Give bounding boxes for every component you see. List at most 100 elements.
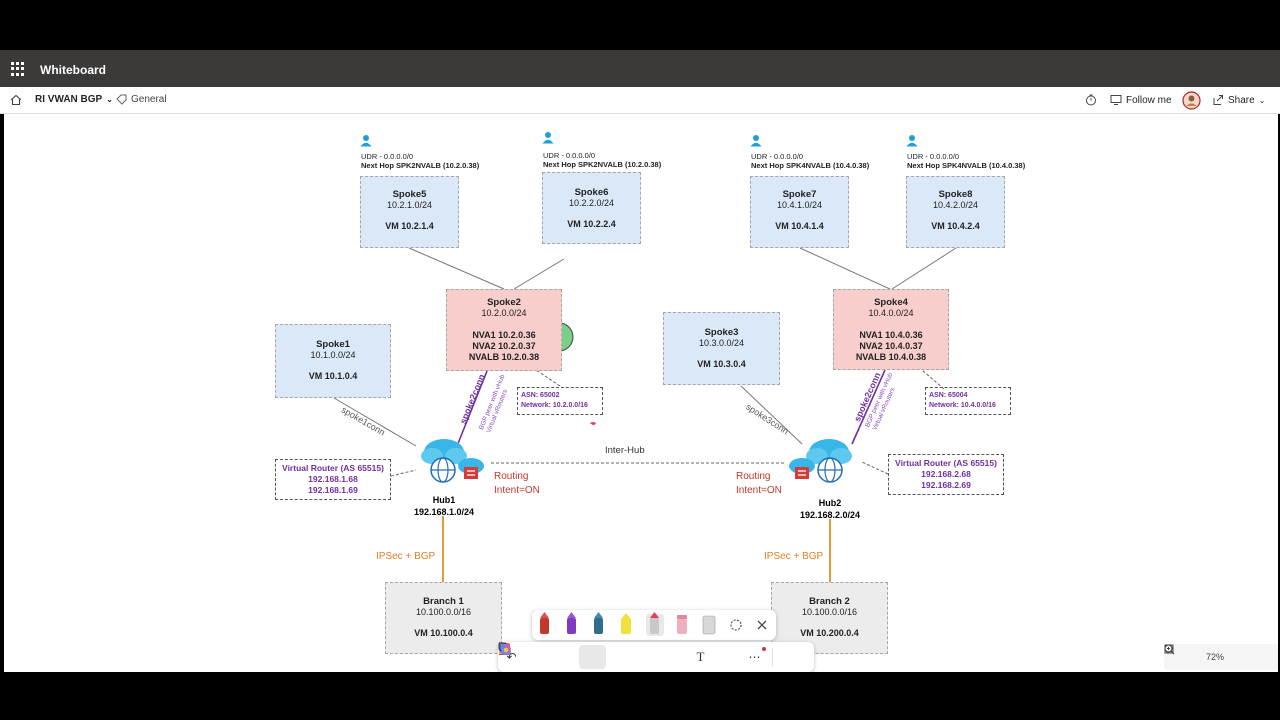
spoke1-box[interactable]: Spoke1 10.1.0.0/24 VM 10.1.0.4	[275, 324, 391, 398]
spoke2-box[interactable]: Spoke2 10.2.0.0/24 NVA1 10.2.0.36 NVA2 1…	[446, 289, 562, 371]
avatar[interactable]	[1182, 91, 1201, 110]
nvalb-ip: NVALB 10.2.0.38	[468, 352, 540, 362]
home-icon[interactable]	[10, 94, 22, 106]
sensitivity-text: General	[131, 94, 167, 105]
close-icon	[757, 620, 767, 630]
pen-selected-icon	[646, 612, 664, 636]
reaction-heart-icon[interactable]	[498, 643, 660, 669]
pen-purple-icon	[567, 612, 576, 634]
udr-route: UDR - 0.0.0.0/0	[751, 152, 804, 161]
branch1-box[interactable]: Branch 1 10.100.0.0/16 VM 10.100.0.4	[385, 582, 502, 654]
hand-pan-icon[interactable]	[500, 644, 579, 669]
board-name-menu[interactable]: RI VWAN BGP ⌄	[35, 94, 113, 105]
asn-value: ASN: 65002	[521, 392, 560, 399]
shapes-icon[interactable]	[499, 643, 687, 669]
pen-teal-icon	[594, 612, 603, 634]
branch-vm: VM 10.100.0.4	[414, 628, 473, 638]
title-bar: Whiteboard	[0, 50, 1280, 87]
nva1-ip: NVA1 10.4.0.36	[859, 330, 923, 340]
app-title: Whiteboard	[40, 63, 106, 77]
spoke-name: Spoke6	[574, 187, 609, 198]
spoke-cidr: 10.4.1.0/24	[776, 200, 823, 210]
pen-pink-icon	[677, 615, 687, 634]
follow-icon	[1110, 95, 1122, 105]
branch-name: Branch 2	[809, 596, 850, 607]
ink-pen-icon[interactable]	[499, 645, 606, 669]
chevron-down-icon: ⌄	[1258, 95, 1266, 105]
hub1-label: Hub1 192.168.1.0/24	[404, 494, 484, 518]
hub2-cloud-icon	[789, 439, 852, 483]
spoke-name: Spoke7	[782, 189, 817, 200]
spoke8-box[interactable]: Spoke8 10.4.2.0/24 VM 10.4.2.4	[906, 176, 1005, 248]
spoke-cidr: 10.3.0.0/24	[698, 338, 745, 348]
hub-cidr: 192.168.2.0/24	[799, 510, 861, 520]
spoke-name: Spoke8	[938, 189, 973, 200]
spoke-name: Spoke2	[487, 297, 521, 308]
spoke-name: Spoke1	[316, 339, 350, 350]
user-icon	[750, 135, 762, 147]
routing-label: Routing	[736, 471, 771, 482]
branch-name: Branch 1	[423, 596, 464, 607]
hub-name: Hub1	[432, 495, 456, 505]
spoke7-box[interactable]: Spoke7 10.4.1.0/24 VM 10.4.1.4	[750, 176, 849, 248]
udr-nexthop: Next Hop SPK2NVALB (10.2.0.38)	[543, 160, 662, 169]
copilot-icon[interactable]	[501, 644, 804, 669]
nva2-ip: NVA2 10.2.0.37	[472, 341, 536, 351]
asn-value: ASN: 65004	[929, 392, 968, 399]
spoke3-box[interactable]: Spoke3 10.3.0.0/24 VM 10.3.0.4	[663, 312, 780, 385]
zoom-controls: 72%	[1164, 644, 1278, 670]
spoke-vm: VM 10.1.0.4	[308, 371, 358, 381]
udr-route: UDR - 0.0.0.0/0	[361, 152, 414, 161]
ipsec-label-right: IPSec + BGP	[764, 551, 824, 562]
spoke5-box[interactable]: Spoke5 10.2.1.0/24 VM 10.2.1.4	[360, 176, 459, 248]
user-icon	[360, 135, 372, 147]
spoke-cidr: 10.4.2.0/24	[932, 200, 979, 210]
spoke-vm: VM 10.3.0.4	[697, 359, 746, 369]
asn-network: Network: 10.2.0.0/16	[521, 402, 588, 409]
spoke6-box[interactable]: Spoke6 10.2.2.0/24 VM 10.2.2.4	[542, 172, 641, 244]
more-options-icon[interactable]: ⋯	[741, 645, 768, 669]
udr-nexthop: Next Hop SPK4NVALB (10.4.0.38)	[907, 161, 1026, 170]
virtual-router-note-2[interactable]: Virtual Router (AS 65515) 192.168.2.68 1…	[888, 454, 1004, 495]
asn-network: Network: 10.4.0.0/16	[929, 402, 996, 409]
asn-note-2[interactable]: ASN: 65004 Network: 10.4.0.0/16	[925, 387, 1011, 415]
highlighter-yellow-icon	[621, 613, 631, 634]
branch-cidr: 10.100.0.0/16	[415, 607, 472, 617]
user-icon	[906, 135, 918, 147]
routing-intent-left: Routing Intent=ON	[494, 470, 540, 498]
spoke-cidr: 10.2.0.0/24	[481, 308, 527, 318]
sticky-note-icon[interactable]	[499, 643, 633, 669]
follow-me-button[interactable]: Follow me	[1110, 94, 1172, 106]
undo-icon[interactable]: ↶	[506, 650, 517, 664]
user-icon	[542, 132, 554, 144]
share-label: Share	[1228, 94, 1255, 106]
vr-ip: 192.168.2.69	[921, 480, 971, 490]
virtual-router-note-1[interactable]: Virtual Router (AS 65515) 192.168.1.68 1…	[275, 459, 391, 500]
share-button[interactable]: Share ⌄	[1212, 94, 1265, 106]
copy-objects-icon[interactable]	[498, 642, 741, 669]
app-launcher-icon[interactable]	[11, 62, 25, 76]
branch-vm: VM 10.200.0.4	[800, 628, 859, 638]
text-icon[interactable]: T	[696, 649, 705, 664]
eraser-icon	[702, 615, 716, 635]
spoke-vm: VM 10.2.2.4	[567, 219, 616, 229]
intent-label: Intent=ON	[736, 485, 782, 496]
sensitivity-label[interactable]: General	[116, 94, 167, 105]
select-pointer-icon[interactable]	[499, 642, 552, 669]
ink-toolbar: ↶ T ⋯	[498, 642, 814, 672]
udr-nexthop: Next Hop SPK4NVALB (10.4.0.38)	[751, 161, 870, 170]
spoke-vm: VM 10.2.1.4	[385, 221, 434, 231]
asn-note-1[interactable]: ASN: 65002 Network: 10.2.0.0/16	[517, 387, 603, 415]
spoke-name: Spoke5	[392, 189, 427, 200]
hub2-label: Hub2 192.168.2.0/24	[790, 497, 870, 521]
vr-ip: 192.168.1.68	[308, 474, 358, 484]
udr-route: UDR - 0.0.0.0/0	[543, 151, 596, 160]
spoke4-box[interactable]: Spoke4 10.4.0.0/24 NVA1 10.4.0.36 NVA2 1…	[833, 289, 949, 370]
spoke-name: Spoke3	[704, 327, 739, 338]
pen-tray	[532, 610, 776, 640]
zoom-level[interactable]: 72%	[1205, 652, 1224, 662]
ipsec-label-left: IPSec + BGP	[376, 551, 436, 562]
timer-icon[interactable]	[1085, 94, 1097, 106]
spoke-vm: VM 10.4.2.4	[931, 221, 980, 231]
